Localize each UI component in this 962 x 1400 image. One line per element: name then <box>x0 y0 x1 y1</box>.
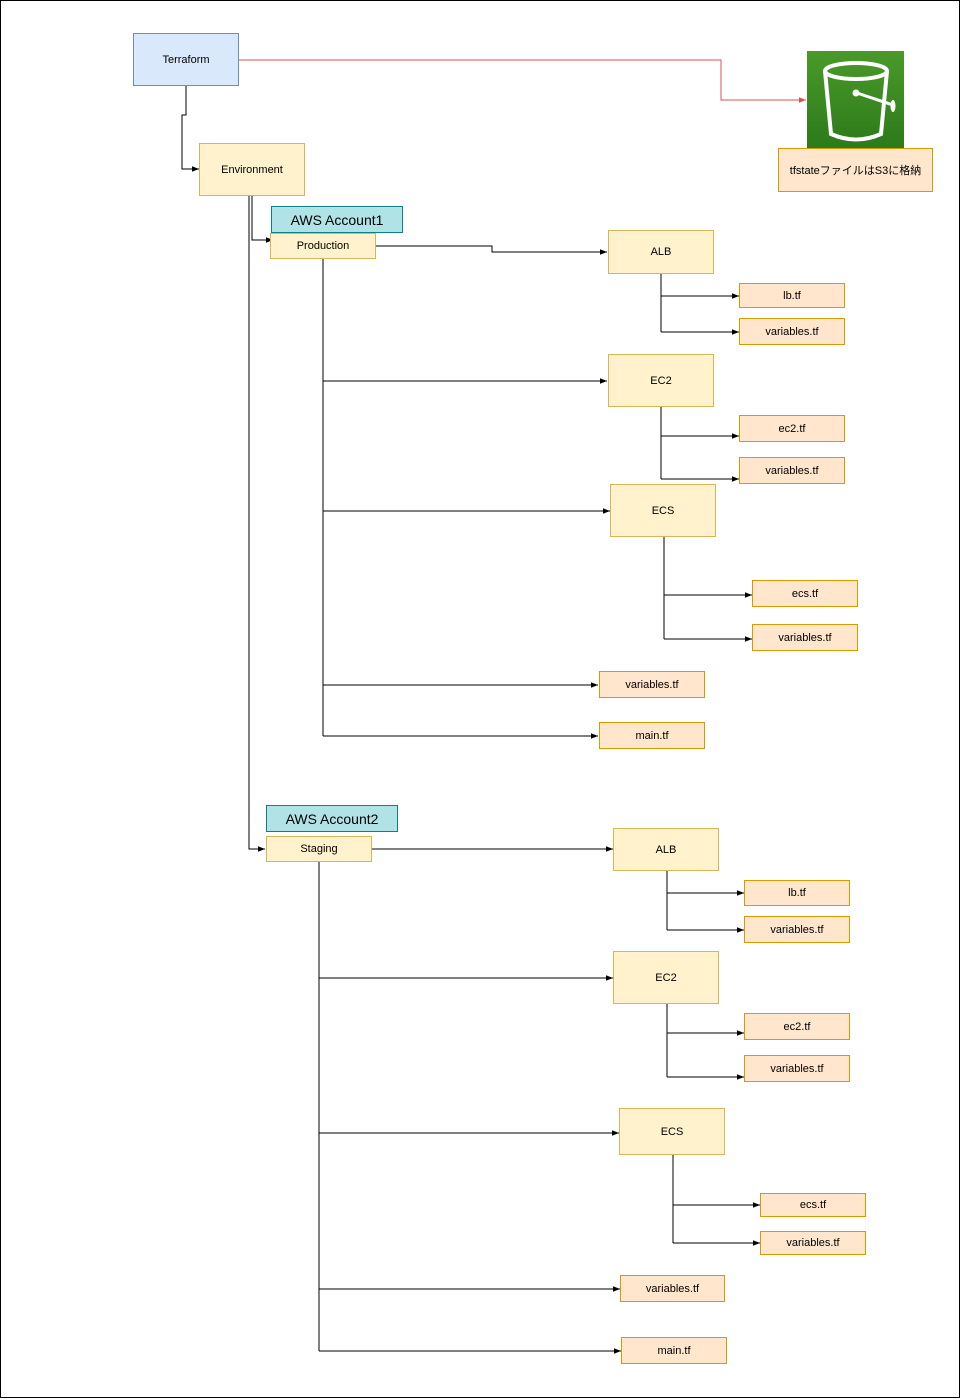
production-ecs-node[interactable]: ECS <box>610 484 716 537</box>
edge-terraform-environment <box>181 86 199 172</box>
staging-alb-node[interactable]: ALB <box>613 828 719 871</box>
production-label: Production <box>296 240 350 252</box>
staging-label: Staging <box>300 843 338 855</box>
edge-production-alb <box>376 245 607 255</box>
environment-node[interactable]: Environment <box>199 143 305 196</box>
tfstate-note-text: tfstateファイルはS3に格納 <box>789 165 922 177</box>
production-ec2-variables-tf[interactable]: variables.tf <box>739 457 845 484</box>
production-node[interactable]: Production <box>270 233 376 259</box>
staging-ecs-ecs-tf[interactable]: ecs.tf <box>760 1193 866 1217</box>
s3-bucket-icon[interactable] <box>807 51 904 148</box>
production-ecs-ecs-tf[interactable]: ecs.tf <box>752 580 858 607</box>
staging-ec2-ec2-tf[interactable]: ec2.tf <box>744 1013 850 1040</box>
production-main-tf[interactable]: main.tf <box>599 722 705 749</box>
production-alb-node[interactable]: ALB <box>608 230 714 274</box>
edge-environment-production <box>251 196 273 243</box>
edge-terraform-s3 <box>239 59 806 103</box>
staging-alb-lb-tf[interactable]: lb.tf <box>744 880 850 906</box>
staging-ecs-node[interactable]: ECS <box>619 1108 725 1155</box>
edge-environment-staging <box>248 196 265 852</box>
production-ec2-node[interactable]: EC2 <box>608 354 714 407</box>
tfstate-note: tfstateファイルはS3に格納 <box>778 148 933 192</box>
production-ec2-ec2-tf[interactable]: ec2.tf <box>739 415 845 442</box>
staging-ec2-node[interactable]: EC2 <box>613 951 719 1004</box>
production-alb-lb-tf[interactable]: lb.tf <box>739 283 845 308</box>
terraform-node[interactable]: Terraform <box>133 33 239 86</box>
environment-label: Environment <box>221 163 283 176</box>
terraform-label: Terraform <box>162 53 210 66</box>
production-variables-tf[interactable]: variables.tf <box>599 671 705 698</box>
production-ecs-variables-tf[interactable]: variables.tf <box>752 624 858 651</box>
staging-main-tf[interactable]: main.tf <box>621 1337 727 1364</box>
aws-account1-label: AWS Account1 <box>271 206 403 233</box>
staging-variables-tf[interactable]: variables.tf <box>620 1275 725 1302</box>
production-alb-variables-tf[interactable]: variables.tf <box>739 318 845 345</box>
staging-ec2-variables-tf[interactable]: variables.tf <box>744 1055 850 1082</box>
aws-account2-label: AWS Account2 <box>266 805 398 832</box>
staging-ecs-variables-tf[interactable]: variables.tf <box>760 1231 866 1255</box>
staging-alb-variables-tf[interactable]: variables.tf <box>744 916 850 943</box>
staging-node[interactable]: Staging <box>266 836 372 862</box>
